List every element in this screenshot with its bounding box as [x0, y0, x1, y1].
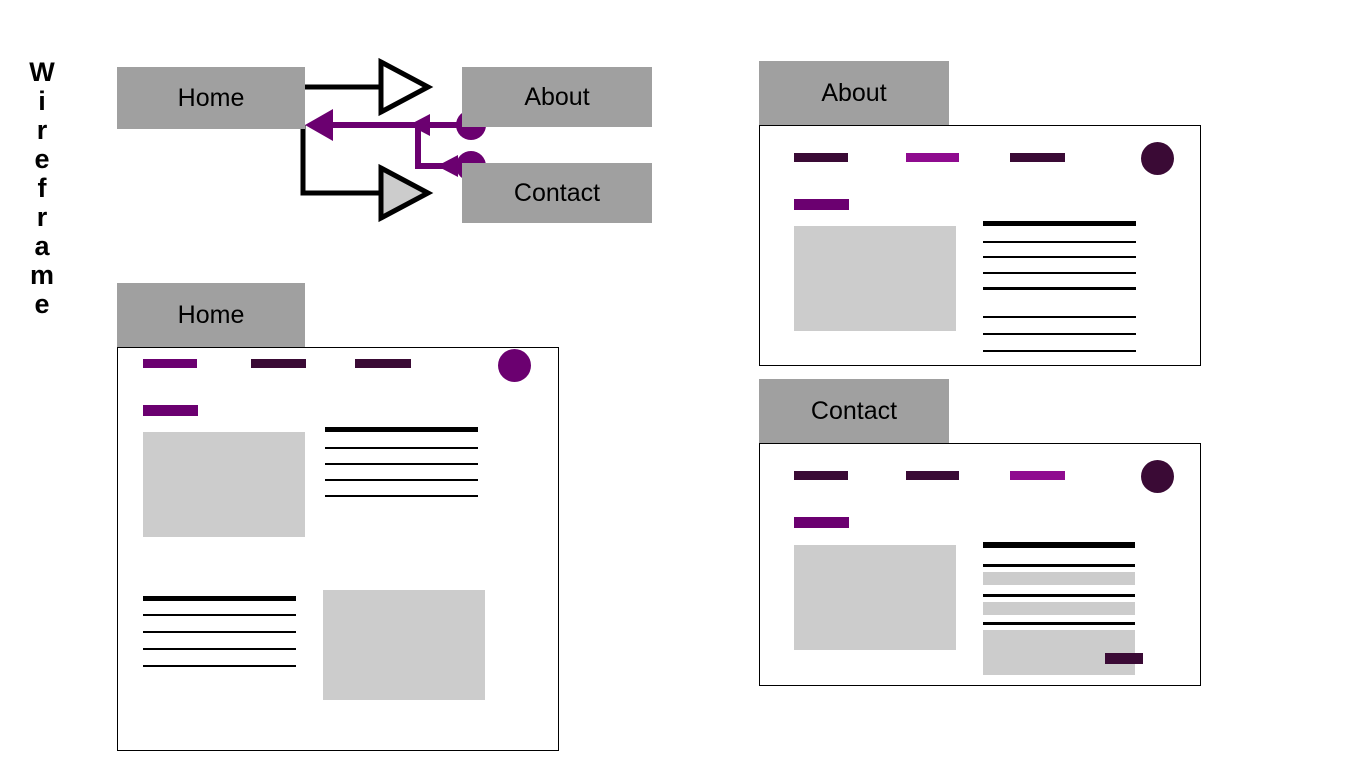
- sitemap-node-about[interactable]: About: [462, 67, 652, 127]
- page-title-vertical: W i r e f r a m e: [22, 58, 62, 319]
- page-heading-bar: [794, 199, 849, 210]
- avatar[interactable]: [498, 349, 531, 382]
- page-tab-home[interactable]: Home: [117, 283, 305, 347]
- title-letter: r: [36, 202, 48, 232]
- form-textarea-field[interactable]: [983, 630, 1135, 675]
- title-letter: i: [38, 86, 46, 116]
- nav-item-contact[interactable]: [355, 359, 411, 368]
- text-body-line: [983, 287, 1136, 290]
- sitemap-node-home[interactable]: Home: [117, 67, 305, 129]
- avatar[interactable]: [1141, 142, 1174, 175]
- form-field-label-underline: [983, 564, 1059, 566]
- text-body-line: [143, 665, 296, 667]
- form-submit-button[interactable]: [1105, 653, 1143, 664]
- arrowhead-purple-icon: [305, 109, 333, 141]
- image-placeholder: [794, 545, 956, 650]
- text-body-line: [983, 350, 1136, 352]
- form-field-label-line: [1035, 564, 1135, 567]
- sitemap-node-label: Home: [177, 83, 245, 112]
- title-letter: m: [29, 260, 54, 290]
- nav-item-about[interactable]: [906, 471, 959, 480]
- title-letter: e: [34, 289, 50, 319]
- sitemap-node-label: Contact: [513, 178, 601, 207]
- text-heading-line: [325, 427, 478, 432]
- connector-about-to-home: [305, 109, 486, 141]
- nav-item-home[interactable]: [143, 359, 197, 368]
- nav-item-about[interactable]: [251, 359, 306, 368]
- text-body-line: [983, 272, 1136, 274]
- arrowhead-outline-icon: [378, 57, 434, 117]
- page-tab-label: Home: [177, 300, 245, 329]
- page-heading-bar: [794, 517, 849, 528]
- text-heading-line: [143, 596, 296, 601]
- avatar[interactable]: [1141, 460, 1174, 493]
- text-body-line: [143, 648, 296, 650]
- page-mockup-contact[interactable]: Contact: [759, 379, 1201, 686]
- connector-home-to-contact: [300, 125, 434, 223]
- text-body-line: [983, 241, 1136, 243]
- connector-home-to-about: [305, 57, 434, 117]
- page-tab-about[interactable]: About: [759, 61, 949, 125]
- text-body-line: [983, 256, 1136, 258]
- text-heading-line: [983, 221, 1136, 226]
- page-mockup-about[interactable]: About: [759, 61, 1201, 366]
- page-tab-label: Contact: [810, 396, 898, 425]
- form-field-label-line: [983, 564, 1059, 567]
- title-letter: W: [29, 57, 55, 87]
- page-body-home: [117, 347, 559, 751]
- nav-item-about[interactable]: [906, 153, 959, 162]
- text-body-line: [983, 333, 1136, 335]
- form-field-label-line: [983, 622, 1135, 625]
- nav-item-home[interactable]: [794, 153, 848, 162]
- title-letter: r: [36, 115, 48, 145]
- arrowhead-purple-icon: [437, 155, 458, 177]
- title-letter: e: [34, 144, 50, 174]
- form-input-field[interactable]: [983, 602, 1135, 615]
- text-body-line: [983, 316, 1136, 318]
- title-letter: f: [37, 173, 47, 203]
- text-body-line: [325, 479, 478, 481]
- page-heading-bar: [143, 405, 198, 416]
- nav-item-contact[interactable]: [1010, 153, 1065, 162]
- text-body-line: [143, 614, 296, 616]
- text-body-line: [325, 447, 478, 449]
- form-input-field[interactable]: [983, 572, 1135, 585]
- arrowhead-filled-icon: [378, 163, 434, 223]
- sitemap-node-contact[interactable]: Contact: [462, 163, 652, 223]
- form-field-label-line: [983, 594, 1135, 597]
- page-body-about: [759, 125, 1201, 366]
- nav-item-contact[interactable]: [1010, 471, 1065, 480]
- image-placeholder: [143, 432, 305, 537]
- page-mockup-home[interactable]: Home: [117, 283, 559, 751]
- image-placeholder: [794, 226, 956, 331]
- sitemap-node-label: About: [524, 82, 590, 111]
- page-body-contact: [759, 443, 1201, 686]
- image-placeholder: [323, 590, 485, 700]
- text-body-line: [325, 463, 478, 465]
- text-body-line: [325, 495, 478, 497]
- nav-item-home[interactable]: [794, 471, 848, 480]
- title-letter: a: [34, 231, 50, 261]
- text-body-line: [143, 631, 296, 633]
- page-tab-contact[interactable]: Contact: [759, 379, 949, 443]
- page-tab-label: About: [821, 78, 887, 107]
- form-heading-line: [983, 542, 1135, 548]
